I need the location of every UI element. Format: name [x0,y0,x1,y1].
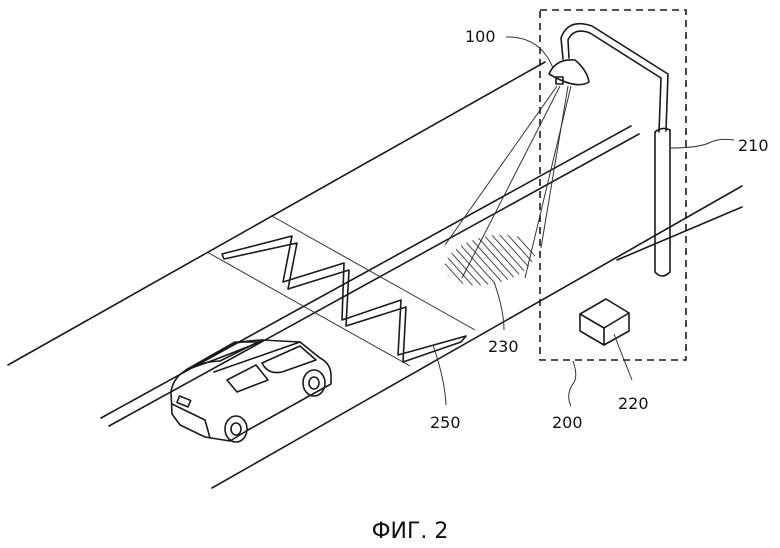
figure-caption: ФИГ. 2 [372,519,449,544]
road-edge-right [212,186,742,488]
car [171,340,331,442]
car-wheel-front [303,370,325,396]
lamp-arm-outer [568,31,661,132]
control-box [580,299,629,345]
car-side-window [262,346,316,373]
leader-210 [670,139,734,148]
car-plate [177,396,191,407]
zone-boundary-2 [272,216,475,330]
car-wheel-front-hub [309,377,319,389]
leader-lines [433,37,734,406]
car-windshield [186,342,260,370]
car-side-window-rear [227,365,268,392]
road-edge-left [8,62,545,365]
label-230: 230 [488,337,519,356]
leader-100 [506,37,553,68]
beam-3 [541,86,568,248]
box-front [580,314,604,345]
road-shoulder-line [617,207,742,260]
marking-zone [207,216,475,366]
system-boundary [540,10,686,360]
pole-base [655,272,670,276]
road [8,62,742,488]
label-100: 100 [465,27,496,46]
label-220: 220 [618,394,649,413]
leader-220 [614,334,632,380]
label-200: 200 [552,413,583,432]
center-line-b [109,134,639,426]
box-top [580,299,629,328]
leader-250 [433,345,446,405]
pole-top [655,128,670,132]
lamp-arm-inner [561,24,668,131]
label-250: 250 [430,413,461,432]
lamp-head [549,60,589,85]
car-body [171,340,331,441]
leader-200 [569,361,576,406]
light-spot [440,227,540,293]
car-wheel-rear-hub [231,423,241,435]
label-210: 210 [738,136,769,155]
